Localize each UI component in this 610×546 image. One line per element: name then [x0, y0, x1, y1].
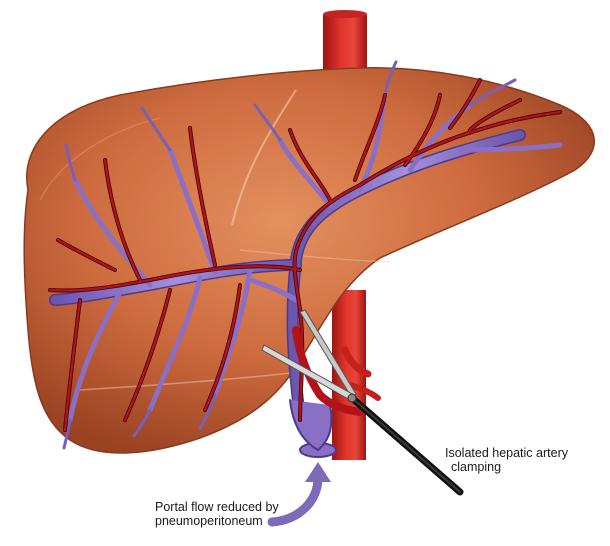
clamping-label-line2: clamping: [445, 460, 568, 474]
portal-flow-label-line2: pneumoperitoneum: [155, 514, 279, 528]
liver: [24, 68, 594, 453]
portal-flow-arrow: [272, 462, 331, 522]
portal-flow-label: Portal flow reduced by pneumoperitoneum: [155, 500, 279, 528]
clamping-label-line1: Isolated hepatic artery: [445, 446, 568, 460]
portal-flow-label-line1: Portal flow reduced by: [155, 500, 279, 514]
clamping-label: Isolated hepatic artery clamping: [445, 446, 568, 474]
